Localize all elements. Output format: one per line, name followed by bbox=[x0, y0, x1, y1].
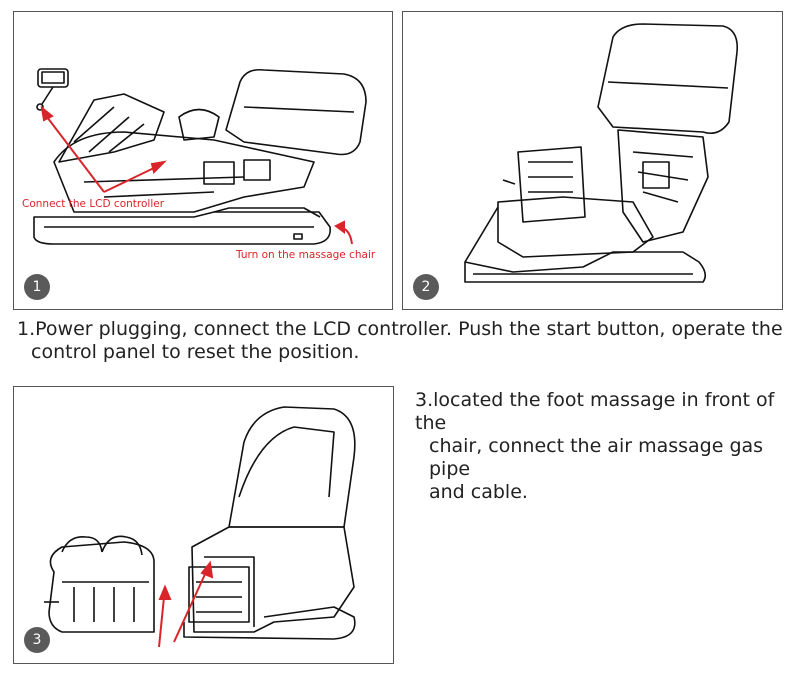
chair-foot-massager-illustration bbox=[44, 406, 356, 648]
step-3-line-1: 3.located the foot massage in front of t… bbox=[415, 389, 775, 434]
step-badge-1: 1 bbox=[24, 274, 50, 300]
illustration-panel-2: 2 bbox=[402, 11, 783, 310]
step-badge-3: 3 bbox=[24, 627, 50, 653]
illustration-panel-3: 3 bbox=[13, 386, 394, 664]
step-3-line-3: and cable. bbox=[429, 481, 528, 503]
illustration-panel-1: Connect the LCD controller Turn on the m… bbox=[13, 11, 393, 310]
step-3-instructions: 3.located the foot massage in front of t… bbox=[415, 389, 790, 504]
step-1-line-2: control panel to reset the position. bbox=[31, 341, 360, 363]
chair-upright-illustration bbox=[464, 23, 739, 283]
step-3-line-2: chair, connect the air massage gas pipe bbox=[429, 435, 764, 480]
step-badge-2: 2 bbox=[413, 274, 439, 300]
step-1-instructions: 1.Power plugging, connect the LCD contro… bbox=[17, 318, 787, 364]
step-1-line-1: 1.Power plugging, connect the LCD contro… bbox=[17, 318, 783, 340]
chair-reclined-illustration bbox=[33, 68, 367, 245]
callout-connect-lcd: Connect the LCD controller bbox=[22, 198, 165, 210]
callout-turn-on-chair: Turn on the massage chair bbox=[236, 249, 376, 261]
